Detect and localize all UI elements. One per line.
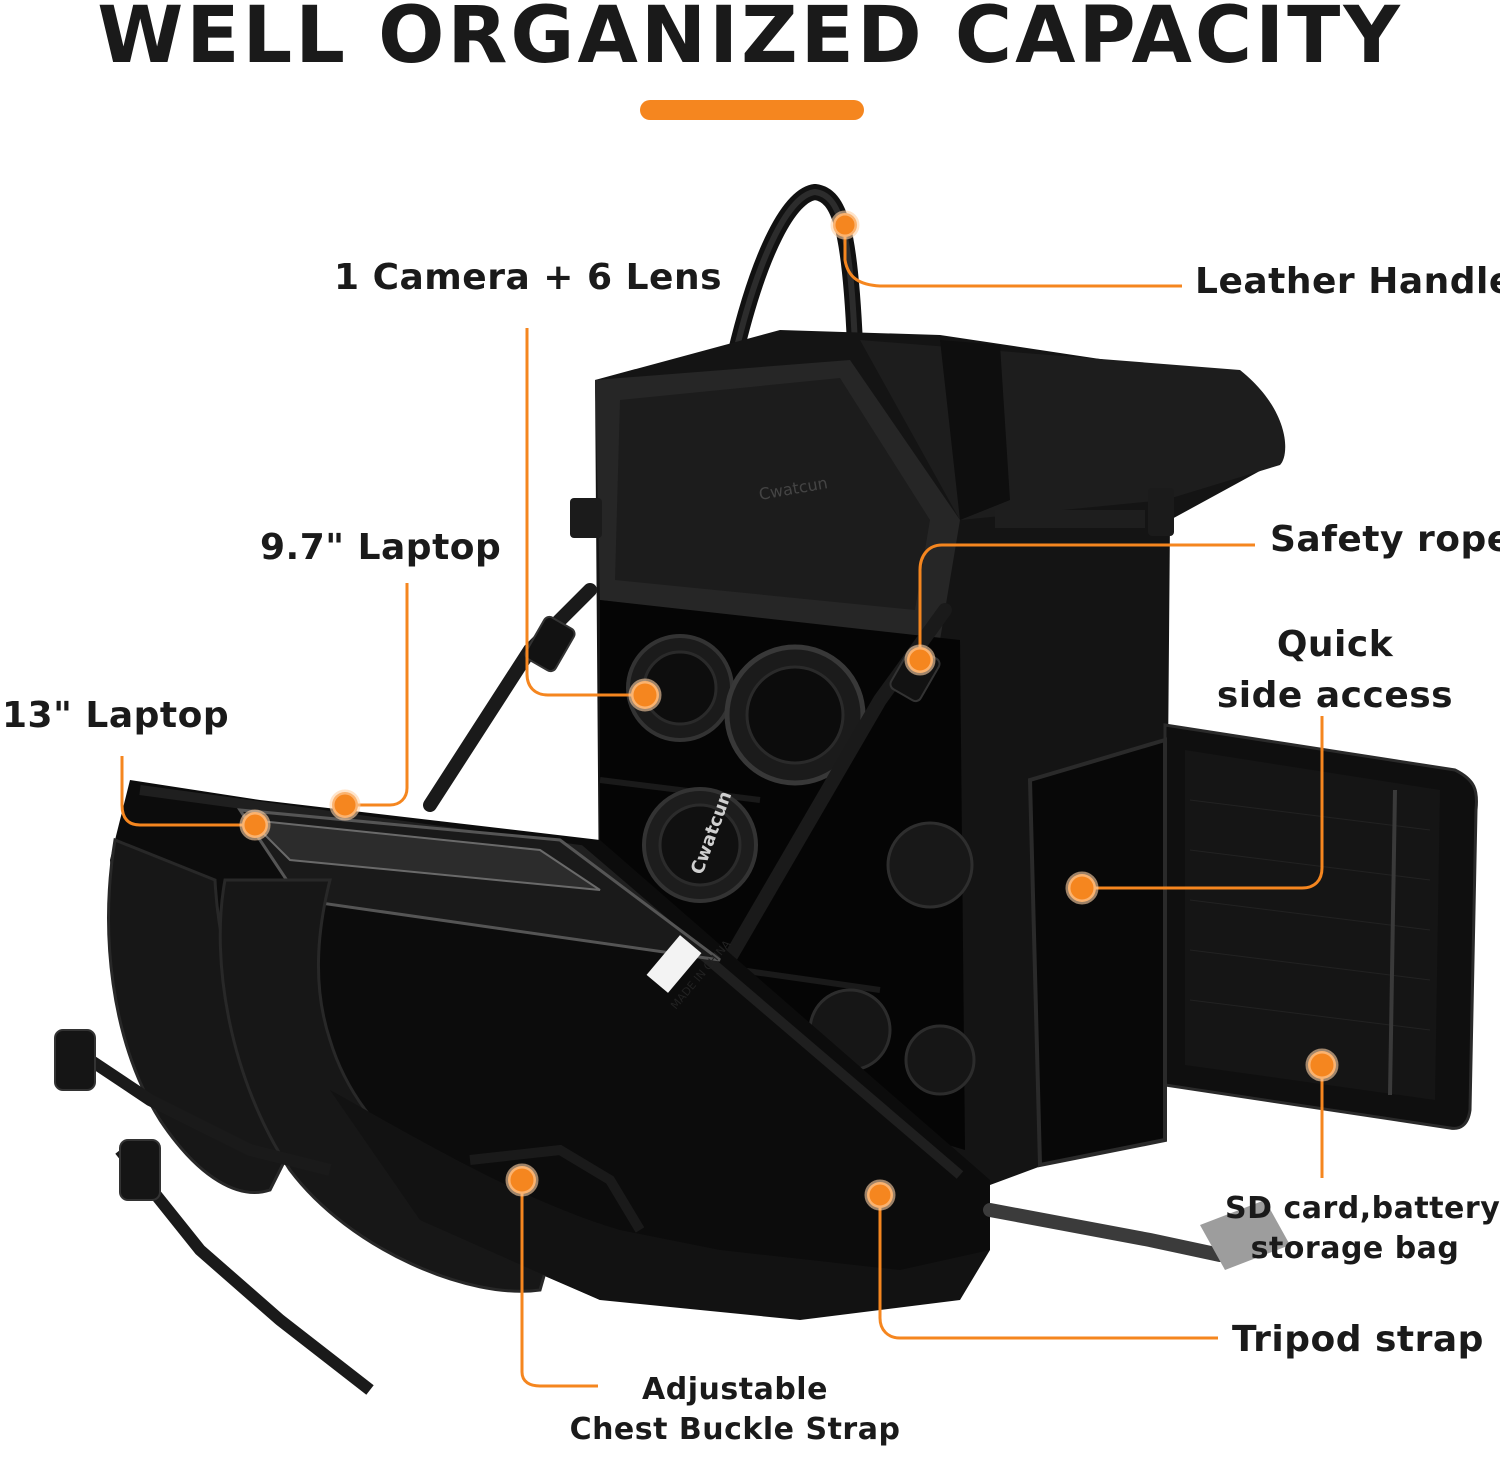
label-camera-lens: 1 Camera + 6 Lens bbox=[334, 257, 722, 298]
marker-laptop-97 bbox=[329, 789, 361, 821]
label-chest-2: Chest Buckle Strap bbox=[569, 1412, 901, 1447]
marker-chest bbox=[505, 1163, 539, 1197]
side-opening bbox=[1027, 737, 1167, 1168]
chest-strap bbox=[56, 1035, 332, 1176]
label-laptop-97: 9.7" Laptop bbox=[260, 527, 502, 568]
safety-rope-right bbox=[713, 603, 952, 982]
line-camera-lens bbox=[525, 328, 645, 697]
line-laptop-13 bbox=[120, 756, 255, 827]
tripod-strap bbox=[983, 1203, 1227, 1262]
label-sd-card-1: SD card,battery bbox=[1225, 1191, 1500, 1226]
line-chest bbox=[520, 1180, 598, 1388]
page-title: WELL ORGANIZED CAPACITY bbox=[97, 0, 1403, 81]
callout-lines bbox=[120, 225, 1324, 1388]
line-leather-handle bbox=[843, 225, 1182, 288]
label-leather-handle: Leather Handle bbox=[1195, 261, 1500, 302]
line-tripod bbox=[878, 1195, 1218, 1340]
label-quick-side-2: side access bbox=[1216, 675, 1454, 716]
marker-camera-lens bbox=[628, 678, 662, 712]
label-safety-rope: Safety rope bbox=[1270, 519, 1500, 560]
marker-safety-rope bbox=[904, 644, 936, 676]
marker-sd-card bbox=[1305, 1048, 1339, 1082]
line-safety-rope bbox=[918, 543, 1255, 660]
shoulder-strap-right bbox=[218, 878, 562, 1293]
marker-leather-handle bbox=[830, 210, 860, 240]
line-quick-side bbox=[1082, 716, 1324, 890]
label-quick-side-1: Quick bbox=[1276, 624, 1394, 665]
label-laptop-13: 13" Laptop bbox=[2, 695, 230, 736]
line-laptop-97 bbox=[345, 583, 409, 807]
label-chest-1: Adjustable bbox=[642, 1372, 828, 1407]
marker-laptop-13 bbox=[239, 809, 271, 841]
callout-markers bbox=[239, 210, 1339, 1211]
marker-quick-side bbox=[1065, 871, 1099, 905]
title-underline bbox=[640, 100, 864, 120]
label-sd-card-2: storage bag bbox=[1250, 1231, 1460, 1266]
marker-tripod bbox=[864, 1179, 896, 1211]
safety-rope-left bbox=[423, 583, 597, 812]
label-tripod-strap: Tripod strap bbox=[1232, 1319, 1484, 1360]
